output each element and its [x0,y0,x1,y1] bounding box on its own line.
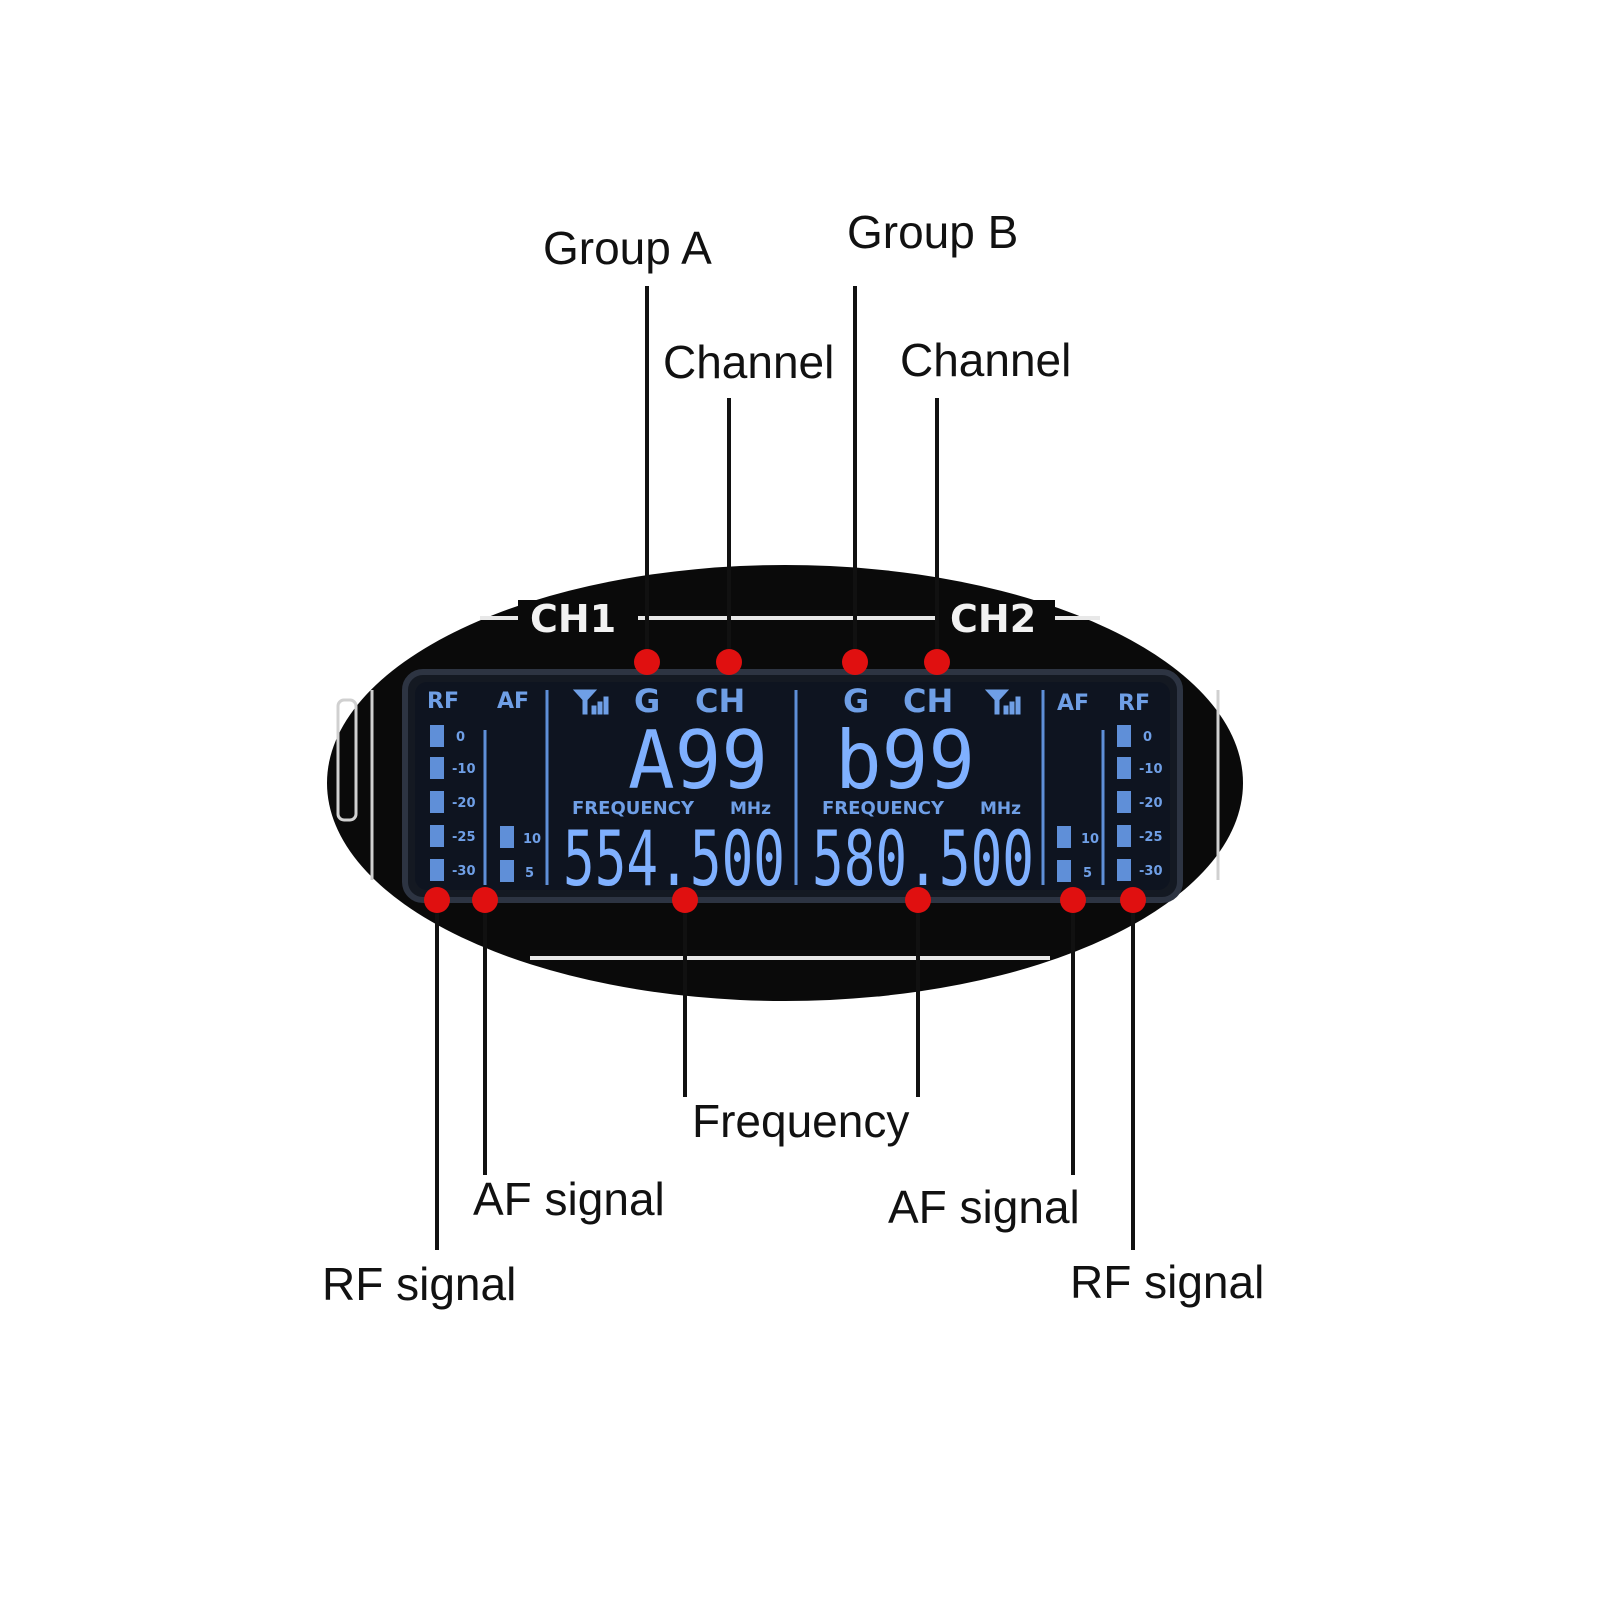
callout-channel-2: Channel [900,334,1071,386]
callout-af-signal-1: AF signal [473,1173,665,1225]
frequency-label-ch2: FREQUENCY [822,798,945,819]
marker-group-b [842,649,868,675]
mhz-label-ch1: MHz [730,799,771,819]
callout-rf-signal-2: RF signal [1070,1256,1264,1308]
g-label-ch1: G [634,682,660,720]
af-meter-left: 10 5 [500,826,541,882]
rf-tick: -20 [1139,796,1163,811]
marker-rf-right [1120,887,1146,913]
ch1-group-channel-readout: A99 [628,714,768,807]
marker-af-left [472,887,498,913]
rf-tick: -25 [1139,830,1163,845]
ch1-label: CH1 [530,597,616,641]
callout-group-a: Group A [543,222,712,274]
callout-frequency: Frequency [692,1095,909,1147]
rf-label-left: RF [427,689,459,714]
callout-channel-1: Channel [663,336,834,388]
ch-label-ch2: CH [903,682,953,720]
ch2-group-channel-readout: b99 [835,714,975,807]
marker-channel-2 [924,649,950,675]
af-tick: 5 [1083,866,1092,881]
rf-meter-right: 0 -10 -20 -25 -30 [1117,725,1163,881]
rf-tick: -10 [1139,762,1163,777]
callout-group-b: Group B [847,206,1018,258]
ch2-label: CH2 [950,597,1036,641]
leader-lines [435,286,1135,1250]
af-label-left: AF [497,689,529,714]
rf-tick: -20 [452,796,476,811]
marker-frequency-2 [905,887,931,913]
marker-af-right [1060,887,1086,913]
rf-tick: -25 [452,830,476,845]
frequency-label-ch1: FREQUENCY [572,798,695,819]
callout-af-signal-2: AF signal [888,1181,1080,1233]
callout-rf-signal-1: RF signal [322,1258,516,1310]
marker-dots [424,649,1146,913]
lcd-panel: RF AF 0 -10 -20 -25 -30 10 5 AF RF 10 5 [402,669,1183,903]
ch1-frequency-readout: 554.500 [563,814,785,903]
marker-rf-left [424,887,450,913]
marker-frequency-1 [672,887,698,913]
af-tick: 10 [523,832,541,847]
marker-channel-1 [716,649,742,675]
rf-label-right: RF [1118,691,1150,716]
rf-tick: 0 [1143,730,1152,745]
rf-tick: -30 [1139,864,1163,879]
antenna-signal-icon [572,689,609,715]
af-meter-right: 10 5 [1057,826,1099,882]
af-tick: 5 [525,866,534,881]
ch-label-ch1: CH [695,682,745,720]
rf-tick: 0 [456,730,465,745]
af-tick: 10 [1081,832,1099,847]
rf-tick: -10 [452,762,476,777]
antenna-signal-icon [984,689,1021,715]
mhz-label-ch2: MHz [980,799,1021,819]
marker-group-a [634,649,660,675]
af-label-right: AF [1057,691,1089,716]
rf-meter-left: 0 -10 -20 -25 -30 [430,725,476,881]
rf-tick: -30 [452,864,476,879]
g-label-ch2: G [843,682,869,720]
